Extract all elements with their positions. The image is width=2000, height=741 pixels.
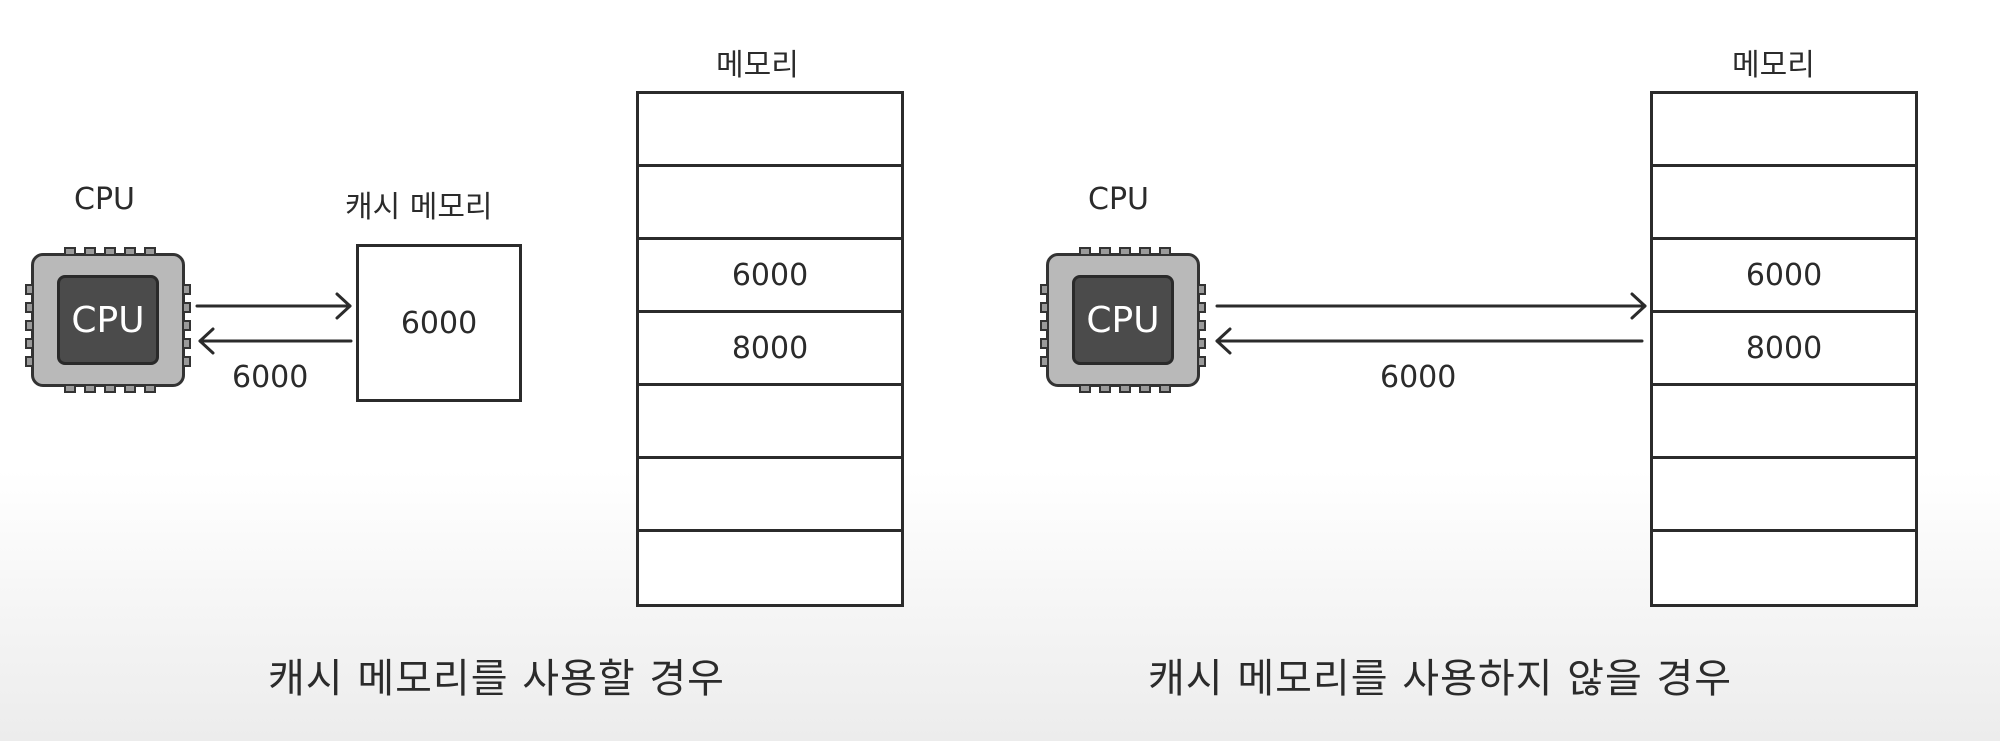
cpu-chip: CPU [1040, 247, 1206, 393]
cpu-pin [104, 247, 116, 256]
cpu-to-cache-arrow [195, 292, 352, 320]
cpu-pin [1197, 356, 1206, 367]
cpu-pin [1099, 384, 1111, 393]
return-value-label: 6000 [232, 360, 309, 395]
cpu-pin [1139, 247, 1151, 256]
cpu-pin [182, 284, 191, 295]
memory-cell [639, 386, 901, 459]
caption: 캐시 메모리를 사용할 경우 [268, 656, 725, 702]
cpu-pin [182, 338, 191, 349]
cpu-pin [1197, 320, 1206, 331]
cpu-label: CPU [74, 182, 135, 217]
memory-cell [1653, 94, 1915, 167]
cpu-pin [1139, 384, 1151, 393]
cpu-pin [1079, 384, 1091, 393]
memory-cell: 6000 [639, 240, 901, 313]
cpu-pin [182, 356, 191, 367]
memory-label: 메모리 [716, 48, 799, 83]
memory-cell [639, 532, 901, 605]
cpu-pin [182, 302, 191, 313]
cache-memory-box: 6000 [356, 244, 522, 402]
cpu-pin [144, 247, 156, 256]
cache-value: 6000 [400, 305, 478, 341]
return-value-label: 6000 [1380, 360, 1457, 395]
memory-cell [639, 167, 901, 240]
cpu-pin [1040, 320, 1049, 331]
cpu-pin [1040, 356, 1049, 367]
memory-cell [639, 459, 901, 532]
cpu-pin [124, 247, 136, 256]
caption: 캐시 메모리를 사용하지 않을 경우 [1148, 656, 1733, 702]
cpu-chip: CPU [25, 247, 191, 393]
cpu-pin [1040, 338, 1049, 349]
cpu-pin [25, 284, 34, 295]
memory-to-cpu-arrow [1215, 327, 1644, 355]
memory-cell [1653, 167, 1915, 240]
cpu-pin [104, 384, 116, 393]
cpu-pin [1197, 338, 1206, 349]
memory-cell: 8000 [639, 313, 901, 386]
cpu-pin [1040, 284, 1049, 295]
cache-memory-label: 캐시 메모리 [345, 190, 493, 225]
cpu-pin [1119, 384, 1131, 393]
cpu-pin [144, 384, 156, 393]
cpu-pin [25, 356, 34, 367]
cpu-pin [64, 384, 76, 393]
cpu-pin [1197, 284, 1206, 295]
cpu-pin [1079, 247, 1091, 256]
memory-cell: 6000 [1653, 240, 1915, 313]
cpu-to-memory-arrow [1215, 292, 1647, 320]
cpu-pin [25, 302, 34, 313]
cpu-pin [1197, 302, 1206, 313]
memory-label: 메모리 [1732, 48, 1815, 83]
cpu-pin [124, 384, 136, 393]
cpu-chip-text: CPU [1072, 275, 1174, 365]
cpu-pin [1119, 247, 1131, 256]
cpu-pin [182, 320, 191, 331]
cpu-pin [1159, 384, 1171, 393]
cpu-chip-text: CPU [57, 275, 159, 365]
cpu-pin [84, 247, 96, 256]
memory-cell [1653, 386, 1915, 459]
cpu-pin [25, 338, 34, 349]
cpu-pin [25, 320, 34, 331]
memory-cell [639, 94, 901, 167]
cpu-pin [1159, 247, 1171, 256]
cpu-pin [1040, 302, 1049, 313]
memory-cell [1653, 532, 1915, 605]
cpu-pin [1099, 247, 1111, 256]
memory-cell: 8000 [1653, 313, 1915, 386]
cpu-pin [64, 247, 76, 256]
memory-cell [1653, 459, 1915, 532]
cache-to-cpu-arrow [198, 327, 353, 355]
cpu-pin [84, 384, 96, 393]
cpu-label: CPU [1088, 182, 1149, 217]
